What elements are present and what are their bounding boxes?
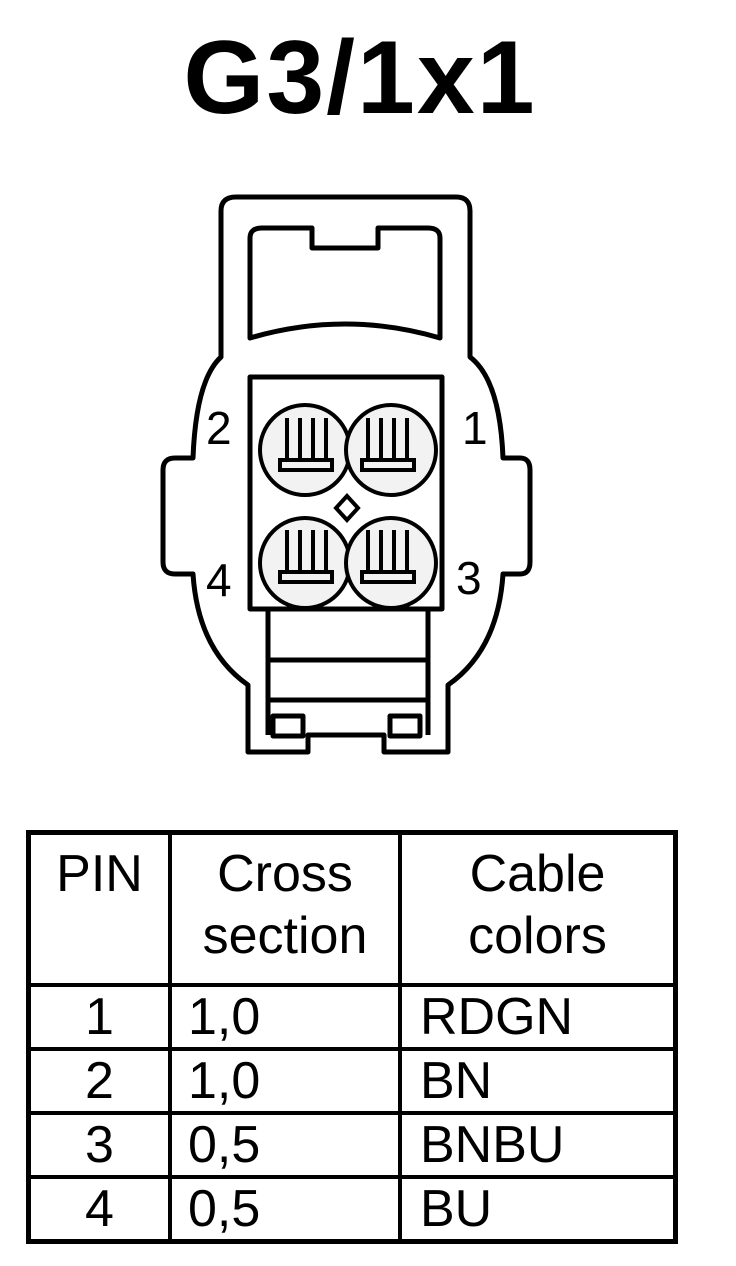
pin-socket-4 <box>258 516 352 610</box>
pin-cluster <box>258 403 438 610</box>
center-key-diamond <box>333 493 361 523</box>
diagram-title: G3/1x1 <box>183 20 537 136</box>
terminal-2 <box>278 418 334 472</box>
cell-cross-section: 0,5 <box>168 1111 402 1179</box>
latch-window <box>247 225 443 341</box>
cell-pin: 1 <box>26 983 172 1051</box>
pin-socket-3 <box>344 516 438 610</box>
terminal-3 <box>360 530 416 584</box>
table-row: 3 0,5 BNBU <box>26 1111 678 1179</box>
pin-cavity-frame <box>247 374 445 612</box>
cell-cable-color: BU <box>398 1175 678 1244</box>
header-cross-section: Cross section <box>168 830 402 987</box>
cell-pin: 4 <box>26 1175 172 1244</box>
pin-socket-1 <box>344 403 438 497</box>
table-row: 4 0,5 BU <box>26 1175 678 1244</box>
terminal-1 <box>360 418 416 472</box>
connector-drawing: 1 2 3 4 <box>160 194 533 755</box>
cell-cross-section: 1,0 <box>168 1047 402 1115</box>
cell-pin: 2 <box>26 1047 172 1115</box>
cell-pin: 3 <box>26 1111 172 1179</box>
cell-cable-color: RDGN <box>398 983 678 1051</box>
cell-cable-color: BNBU <box>398 1111 678 1179</box>
pin-label-1: 1 <box>462 402 488 454</box>
header-cable-colors: Cable colors <box>398 830 678 987</box>
header-pin: PIN <box>26 830 172 987</box>
pin-assignment-table: PIN Cross section Cable colors 1 1,0 RDG… <box>26 830 678 1244</box>
pin-label-3: 3 <box>456 552 482 604</box>
table-row: 2 1,0 BN <box>26 1047 678 1115</box>
pin-socket-2 <box>258 403 352 497</box>
connector-housing <box>160 194 533 755</box>
terminal-4 <box>278 530 334 584</box>
table-header-row: PIN Cross section Cable colors <box>26 830 678 987</box>
table-row: 1 1,0 RDGN <box>26 983 678 1051</box>
pin-label-4: 4 <box>206 554 232 606</box>
cell-cross-section: 0,5 <box>168 1175 402 1244</box>
cell-cable-color: BN <box>398 1047 678 1115</box>
cell-cross-section: 1,0 <box>168 983 402 1051</box>
pin-label-2: 2 <box>206 402 232 454</box>
